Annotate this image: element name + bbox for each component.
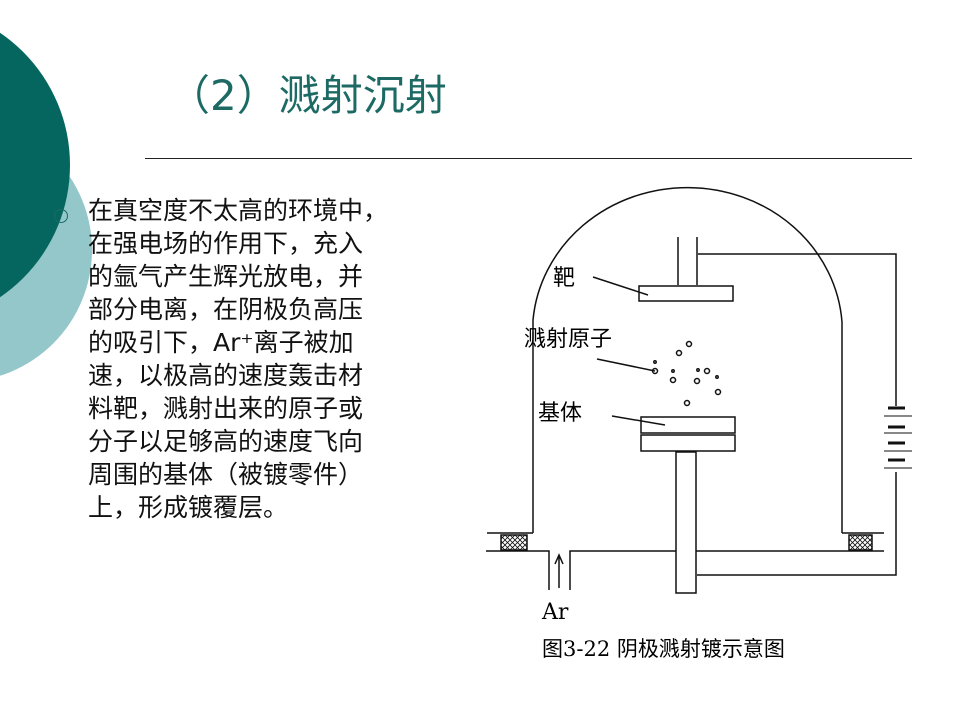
- substrate-label: 基体: [538, 401, 582, 426]
- body-text: 在真空度不太高的环境中， 在强电场的作用下，充入 的氩气产生辉光放电，并 部分电…: [88, 194, 478, 524]
- bell-jar: [532, 186, 843, 533]
- figure-caption: 图3-22 阴极溅射镀示意图: [542, 637, 785, 661]
- body-line: 分子以足够高的速度飞向: [88, 427, 364, 456]
- substrate: [640, 416, 736, 434]
- target-stem: [677, 237, 698, 285]
- atoms-label: 溅射原子: [524, 327, 612, 352]
- substrate-leader: [611, 415, 666, 426]
- sputtered-atoms: [651, 340, 722, 407]
- body-line: 速，以极高的速度轰击材: [88, 361, 364, 390]
- body-line: 在强电场的作用下，充入: [88, 229, 364, 258]
- substrate-holder: [640, 434, 736, 452]
- body-line: 料靶，溅射出来的原子或: [88, 394, 364, 423]
- body-line: 上，形成镀覆层。: [88, 493, 289, 522]
- bullet-icon: [54, 209, 68, 223]
- circuit-wire: [697, 253, 897, 576]
- body-line: 周围的基体（被镀零件）: [88, 460, 364, 489]
- atoms-leader: [596, 358, 656, 372]
- right-seal: [848, 534, 873, 551]
- slide-title: （2）溅射沉射: [168, 71, 447, 120]
- dark-teal-circle: [0, 32, 70, 298]
- target-leader: [592, 276, 649, 296]
- body-line: 部分电离，在阴极负高压: [88, 295, 364, 324]
- left-seal: [500, 534, 528, 551]
- battery-icon: [884, 406, 912, 469]
- body-line: 的吸引下，Ar⁺离子被加: [88, 328, 354, 357]
- title-divider: [145, 158, 912, 159]
- target: [638, 285, 734, 302]
- gas-inlet-arrow: [554, 553, 564, 588]
- gas-label: Ar: [541, 600, 569, 625]
- body-line: 在真空度不太高的环境中，: [88, 196, 389, 225]
- target-label: 靶: [553, 266, 575, 291]
- left-flange: [486, 532, 884, 590]
- body-line: 的氩气产生辉光放电，并: [88, 262, 364, 291]
- holder-post: [675, 451, 697, 594]
